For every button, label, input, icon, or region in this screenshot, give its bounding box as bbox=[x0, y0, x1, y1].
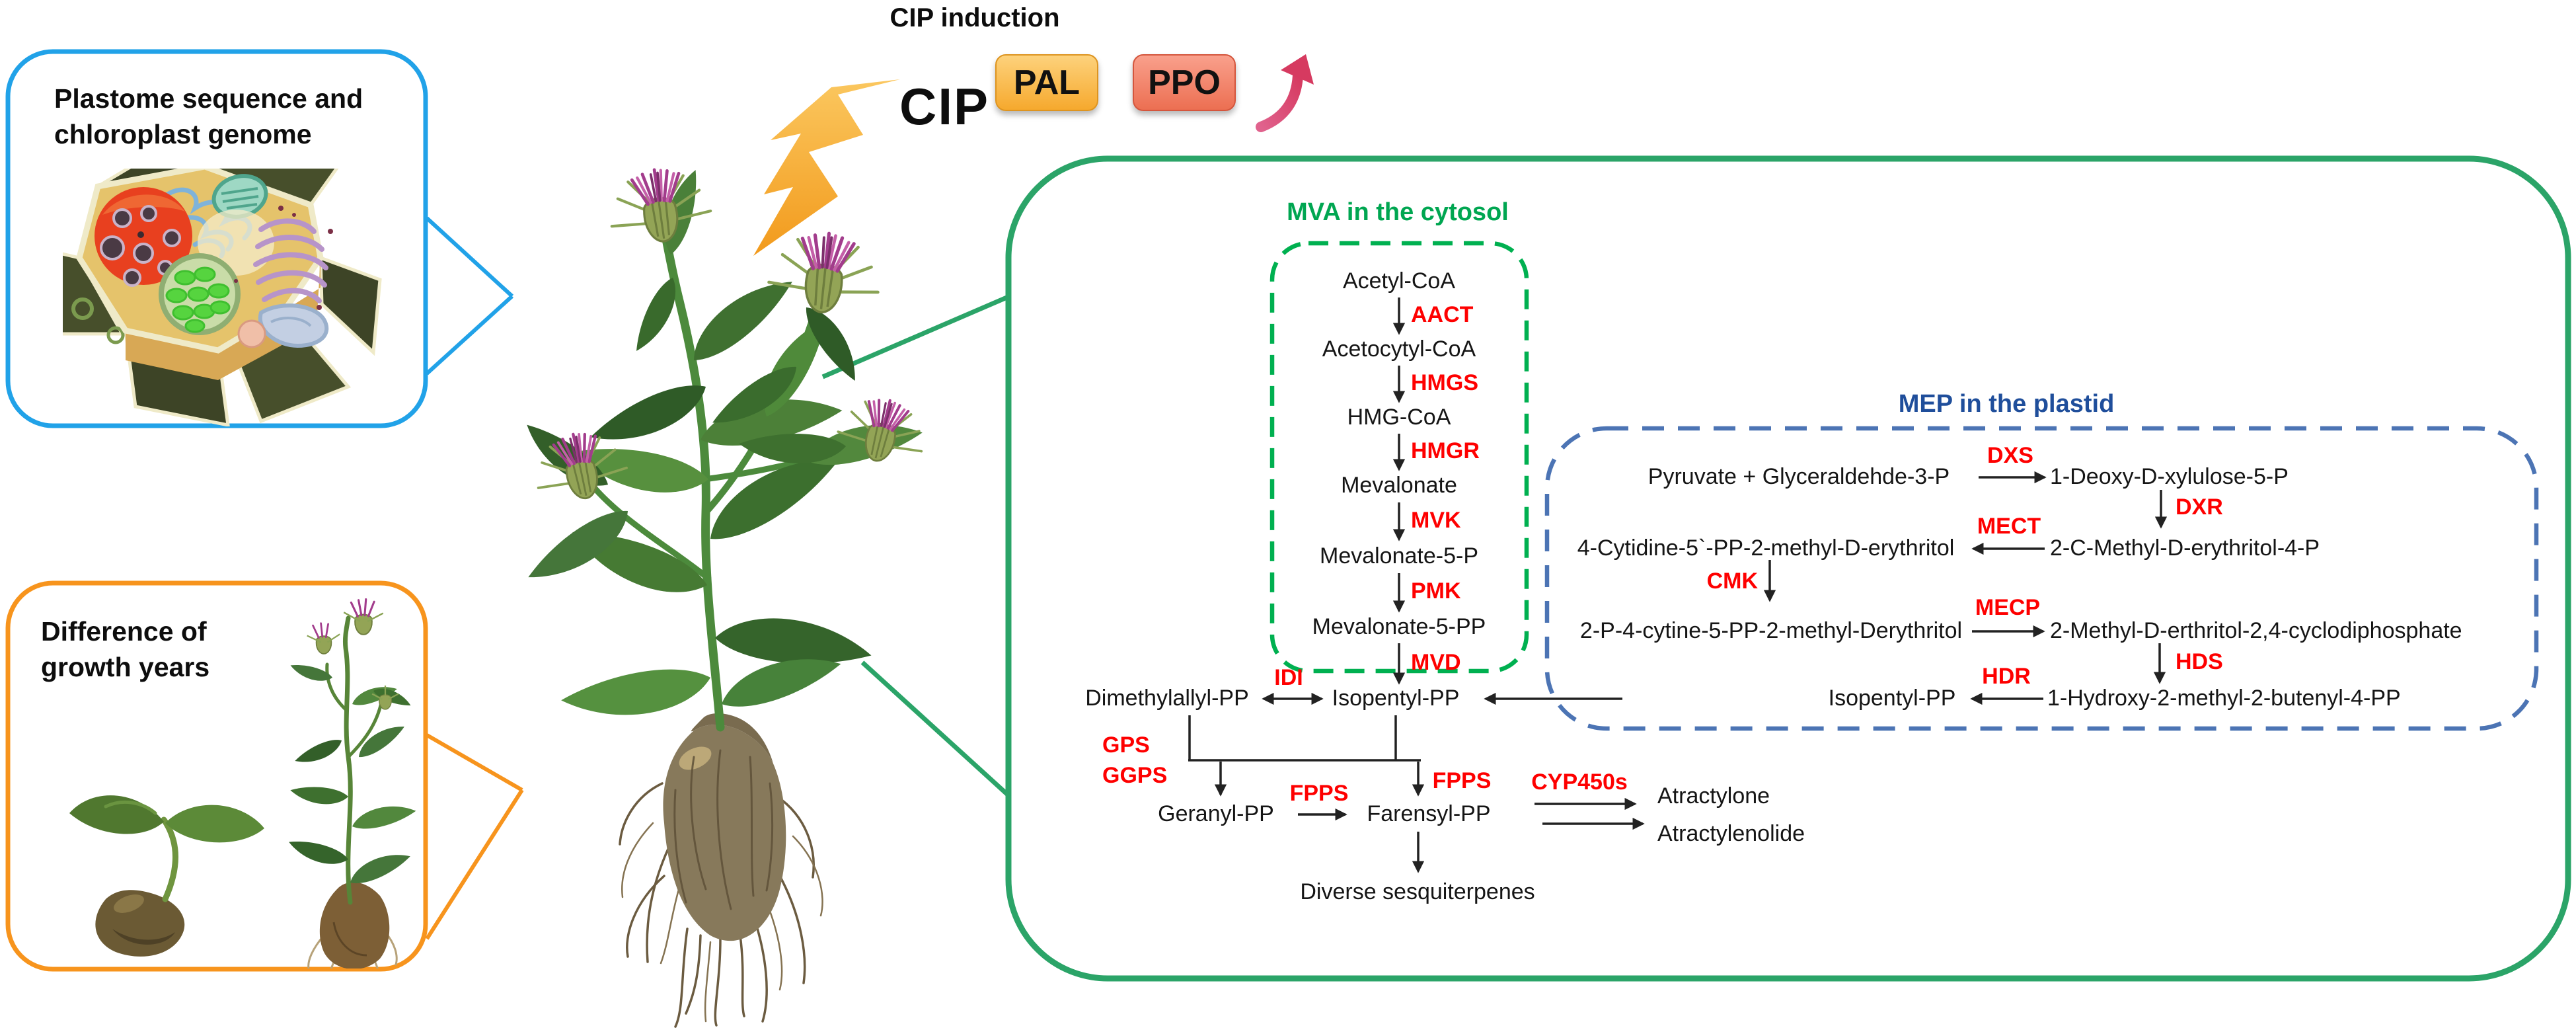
mep-dashed-border bbox=[1544, 426, 2539, 731]
enzyme-cmk: CMK bbox=[1706, 569, 1758, 594]
growth-panel-title: Difference of growth years bbox=[41, 616, 210, 683]
growth-callout-lines bbox=[425, 733, 524, 940]
metabolite-isopentyl-pp: Isopentyl-PP bbox=[1332, 686, 1460, 711]
mep-section-title: MEP in the plastid bbox=[1898, 390, 2115, 418]
metabolite-dimethylallyl-pp: Dimethylallyl-PP bbox=[1085, 686, 1249, 711]
enzyme-fpps-main: FPPS bbox=[1289, 781, 1349, 807]
cip-induction-title: CIP induction bbox=[890, 3, 1060, 32]
enzyme-hdr: HDR bbox=[1982, 664, 2031, 690]
growth-panel-border bbox=[5, 580, 428, 972]
pathway-box-border bbox=[1005, 155, 2571, 982]
mva-section-title: MVA in the cytosol bbox=[1287, 198, 1509, 227]
mva-metabolite-acetocytyl-coa: Acetocytyl-CoA bbox=[1322, 336, 1476, 362]
mep-metabolite-2p4-cytine: 2-P-4-cytine-5-PP-2-methyl-Derythritol bbox=[1579, 618, 1963, 644]
enzyme-hmgr: HMGR bbox=[1411, 438, 1480, 464]
mep-metabolite-methyl-erythritol-4p: 2-C-Methyl-D-erythritol-4-P bbox=[2050, 535, 2320, 561]
enzyme-idi: IDI bbox=[1274, 665, 1303, 691]
enzyme-mect: MECT bbox=[1977, 514, 2041, 539]
mep-arrows bbox=[1763, 471, 2168, 705]
mva-metabolite-hmg-coa: HMG-CoA bbox=[1347, 405, 1451, 430]
enzyme-dxs: DXS bbox=[1987, 443, 2033, 469]
enzyme-mvk: MVK bbox=[1411, 508, 1461, 534]
atractylodes-plant-illustration bbox=[517, 56, 1018, 1028]
cip-label: CIP bbox=[899, 77, 990, 136]
plastome-callout-lines bbox=[425, 216, 514, 376]
core-arrows bbox=[1188, 692, 1645, 873]
mep-metabolite-isopentyl-pp: Isopentyl-PP bbox=[1828, 686, 1956, 711]
mva-metabolite-mevalonate-5-pp: Mevalonate-5-PP bbox=[1312, 614, 1486, 640]
enzyme-dxr: DXR bbox=[2176, 494, 2223, 520]
curved-up-arrow-icon bbox=[1256, 54, 1314, 132]
product-diverse-sesquiterpenes: Diverse sesquiterpenes bbox=[1300, 879, 1535, 905]
plastome-panel-border bbox=[5, 49, 428, 428]
mva-dashed-border bbox=[1269, 241, 1529, 674]
enzyme-pmk: PMK bbox=[1411, 578, 1461, 604]
seedling-illustration bbox=[69, 795, 264, 957]
pal-badge: PAL bbox=[995, 54, 1098, 111]
enzyme-mvd: MVD bbox=[1411, 650, 1461, 676]
mva-metabolite-mevalonate: Mevalonate bbox=[1341, 473, 1457, 498]
mep-substrates-pyruvate-g3p: Pyruvate + Glyceraldehde-3-P bbox=[1648, 464, 1950, 490]
mep-metabolite-deoxy-xylulose: 1-Deoxy-D-xylulose-5-P bbox=[2050, 464, 2289, 490]
enzyme-mecp: MECP bbox=[1975, 595, 2041, 621]
mature-plant-illustration bbox=[285, 598, 418, 969]
mep-metabolite-cyclodiphosphate: 2-Methyl-D-erthritol-2,4-cyclodiphosphat… bbox=[2050, 618, 2462, 644]
metabolite-geranyl-pp: Geranyl-PP bbox=[1158, 801, 1274, 827]
ppo-badge: PPO bbox=[1133, 54, 1236, 111]
enzyme-ggps: GGPS bbox=[1102, 763, 1168, 789]
enzyme-hmgs: HMGS bbox=[1411, 370, 1478, 396]
mva-metabolite-mevalonate-5-p: Mevalonate-5-P bbox=[1319, 543, 1479, 569]
enzyme-gps: GPS bbox=[1102, 732, 1150, 758]
enzyme-fpps-branch: FPPS bbox=[1432, 768, 1492, 794]
plant-cell-illustration bbox=[63, 169, 382, 426]
enzyme-aact: AACT bbox=[1411, 302, 1474, 328]
mva-metabolite-acetyl-coa: Acetyl-CoA bbox=[1342, 268, 1456, 294]
plastome-panel-title: Plastome sequence and chloroplast genome bbox=[54, 83, 363, 150]
product-atractylone: Atractylone bbox=[1657, 783, 1770, 809]
pal-badge-label: PAL bbox=[1013, 63, 1080, 102]
metabolite-farensyl-pp: Farensyl-PP bbox=[1367, 801, 1491, 827]
enzyme-hds: HDS bbox=[2176, 649, 2223, 675]
ppo-badge-label: PPO bbox=[1148, 63, 1221, 102]
product-atractylenolide: Atractylenolide bbox=[1657, 821, 1805, 847]
mep-metabolite-cytidine-pp: 4-Cytidine-5`-PP-2-methyl-D-erythritol bbox=[1577, 535, 1955, 561]
pathway-callout-lines bbox=[821, 294, 1012, 799]
lightning-bolt-icon bbox=[753, 79, 900, 256]
mep-metabolite-hydroxy-butenyl: 1-Hydroxy-2-methyl-2-butenyl-4-PP bbox=[2047, 686, 2401, 711]
enzyme-cyp450s: CYP450s bbox=[1531, 770, 1628, 795]
